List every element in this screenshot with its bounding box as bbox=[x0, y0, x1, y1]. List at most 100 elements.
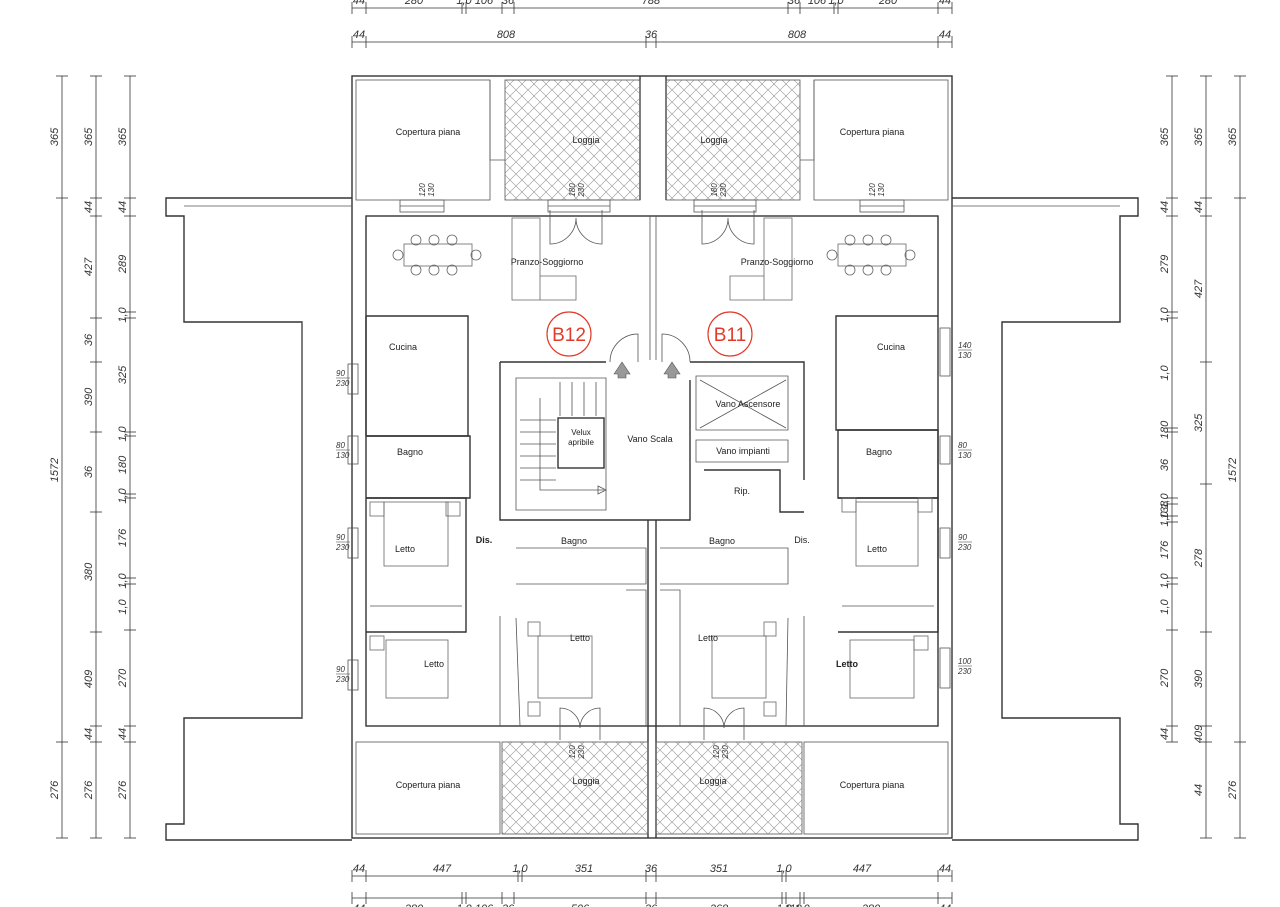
dimension-label: 1,0 bbox=[1159, 492, 1171, 508]
dimension-label: 1,0 bbox=[1159, 510, 1171, 526]
dimension-label: 276 bbox=[1227, 780, 1239, 800]
dimension-label: 44 bbox=[1159, 728, 1171, 740]
interior-walls bbox=[365, 315, 939, 727]
doors bbox=[347, 199, 951, 740]
window-width: 80 bbox=[958, 441, 967, 450]
dimension-label: 106 bbox=[808, 0, 827, 7]
dimension-label: 365 bbox=[1159, 127, 1171, 146]
window-width: 180 bbox=[568, 183, 577, 197]
room-label-letto-center-left: Letto bbox=[570, 633, 590, 643]
room-label-dis-left: Dis. bbox=[476, 535, 493, 545]
dimension-label: 138 bbox=[1159, 500, 1171, 519]
window-width: 90 bbox=[336, 533, 345, 542]
dimension-label: 44 bbox=[1193, 784, 1205, 796]
dimension-label: 280 bbox=[404, 0, 424, 7]
dimension-label: 276 bbox=[49, 780, 61, 800]
dimension-label: 1,0 bbox=[794, 903, 810, 907]
dimension-label: 270 bbox=[1159, 668, 1171, 688]
dimension-label: 44 bbox=[1193, 201, 1205, 213]
window-width: 120 bbox=[712, 745, 721, 759]
room-label-loggia-bottom-right: Loggia bbox=[699, 776, 726, 786]
dimension-label: 351 bbox=[575, 863, 593, 875]
room-label-copertura-top-right: Copertura piana bbox=[840, 127, 905, 137]
dimension-label: 1,0 bbox=[117, 306, 129, 322]
window-height: 230 bbox=[721, 745, 730, 760]
room-label-letto-left-1: Letto bbox=[395, 544, 415, 554]
room-label-vano-ascensore: Vano Ascensore bbox=[716, 399, 781, 409]
furniture bbox=[369, 217, 933, 717]
window-height: 130 bbox=[958, 351, 972, 360]
dimension-label: 276 bbox=[0, 0, 10, 3]
window-height: 230 bbox=[335, 379, 350, 388]
window-height: 230 bbox=[335, 543, 350, 552]
room-label-letto-left-2: Letto bbox=[424, 659, 444, 669]
room-label-vano-impianti: Vano impianti bbox=[716, 446, 770, 456]
dimension-label: 1,0 bbox=[1159, 306, 1171, 322]
window-width: 120 bbox=[568, 745, 577, 759]
dimension-label: 427 bbox=[1193, 279, 1205, 298]
window-height: 230 bbox=[577, 183, 586, 198]
dimension-label: 390 bbox=[83, 387, 95, 406]
dimension-label: 1,0 bbox=[1159, 364, 1171, 380]
dimension-label: 325 bbox=[117, 365, 129, 384]
dimension-label: 380 bbox=[83, 562, 95, 581]
dimension-label: 447 bbox=[433, 863, 452, 875]
room-label-pranzo-left: Pranzo-Soggiorno bbox=[511, 257, 584, 267]
dimension-label: 176 bbox=[117, 528, 129, 547]
room-label-copertura-bottom-right: Copertura piana bbox=[840, 780, 905, 790]
staircase bbox=[520, 333, 787, 495]
dimension-label: 1,0 bbox=[456, 903, 472, 907]
dimension-label: 1,0 bbox=[117, 425, 129, 441]
dimension-label: 36 bbox=[83, 465, 95, 478]
dimension-label: 1,0 bbox=[117, 598, 129, 614]
window-height: 230 bbox=[335, 675, 350, 684]
dimension-label: 427 bbox=[83, 257, 95, 276]
dimension-label: 390 bbox=[1193, 669, 1205, 688]
window-width: 90 bbox=[336, 665, 345, 674]
dimension-label: .36. bbox=[642, 903, 660, 907]
dimension-label: 276 bbox=[0, 0, 10, 3]
window-height: 230 bbox=[719, 183, 728, 198]
room-label-copertura-top-left: Copertura piana bbox=[396, 127, 461, 137]
dimension-label: 44 bbox=[353, 0, 365, 7]
dimension-label: 44 bbox=[117, 728, 129, 740]
dimension-label: 276 bbox=[117, 780, 129, 800]
dimension-label: 365 bbox=[1193, 127, 1205, 146]
dimension-label: 1,0 bbox=[776, 863, 792, 875]
dimension-label: 36 bbox=[645, 863, 658, 875]
room-label-bagno-center-right: Bagno bbox=[709, 536, 735, 546]
dimension-label: 36 bbox=[83, 333, 95, 346]
dimension-label: 1,0 bbox=[1159, 572, 1171, 588]
room-label-vano-scala: Vano Scala bbox=[627, 434, 672, 444]
room-label-velux: Velux apribile bbox=[568, 428, 594, 447]
dimension-label: 1,0 bbox=[456, 0, 472, 7]
room-label-loggia-top-left: Loggia bbox=[572, 135, 599, 145]
window-width: 180 bbox=[710, 183, 719, 197]
dimension-label: 36 bbox=[788, 0, 801, 7]
top-terraces bbox=[355, 79, 949, 201]
room-label-bagno-left: Bagno bbox=[397, 447, 423, 457]
dimension-label: 506 bbox=[571, 903, 590, 907]
window-height: 130 bbox=[958, 451, 972, 460]
window-height: 230 bbox=[577, 745, 586, 760]
window-width: 90 bbox=[958, 533, 967, 542]
window-width: 100 bbox=[958, 657, 972, 666]
room-labels: Copertura piana Loggia Loggia Copertura … bbox=[389, 127, 905, 790]
dimension-label: 365 bbox=[1227, 127, 1239, 146]
dimension-label: 280 bbox=[404, 903, 424, 907]
dimension-label: 44 bbox=[939, 29, 951, 41]
room-label-letto-right-2: Letto bbox=[836, 659, 858, 669]
